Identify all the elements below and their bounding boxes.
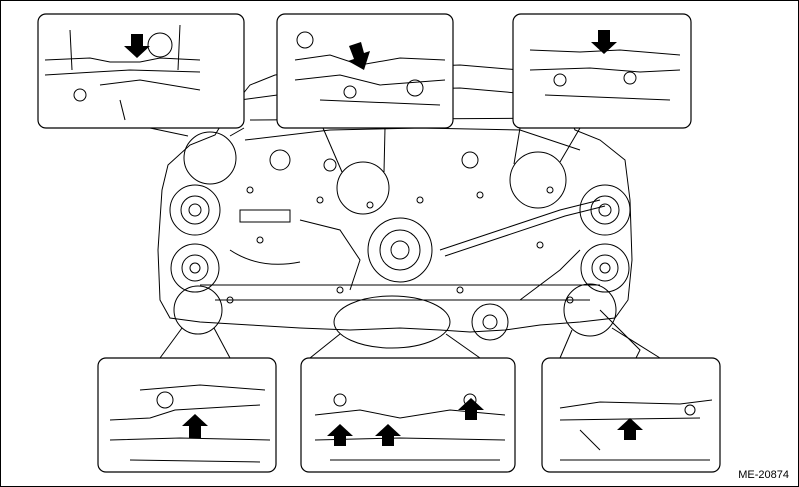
circle-top-right bbox=[509, 151, 567, 209]
arrow-down-icon bbox=[348, 42, 370, 70]
water-pump bbox=[471, 303, 509, 341]
callout-bottom-left bbox=[97, 357, 277, 473]
callout-top-left bbox=[37, 13, 245, 129]
callout-bottom-right bbox=[541, 357, 721, 473]
left-upper-sprocket bbox=[169, 184, 221, 236]
arrow-down-icon bbox=[124, 34, 150, 58]
callout-top-center bbox=[276, 13, 454, 129]
callout-top-right bbox=[512, 13, 692, 129]
ellipse-bottom-center bbox=[333, 295, 451, 349]
left-lower-sprocket bbox=[170, 243, 220, 293]
arrow-up-icon bbox=[182, 414, 208, 438]
arrow-down-icon bbox=[591, 30, 617, 54]
crank-pulley bbox=[367, 217, 433, 283]
circle-top-left bbox=[183, 131, 237, 185]
label-plate bbox=[239, 209, 291, 223]
pulleys bbox=[169, 149, 631, 341]
reference-code: ME-20874 bbox=[738, 469, 789, 481]
right-upper-sprocket bbox=[579, 184, 631, 236]
arrow-up-icon bbox=[617, 418, 643, 440]
circle-bottom-left bbox=[173, 285, 223, 335]
bolt-holes bbox=[226, 186, 574, 304]
leader-lines bbox=[149, 127, 661, 359]
circle-bottom-right bbox=[563, 283, 617, 337]
circle-top-center bbox=[336, 161, 390, 215]
callout-bottom-center bbox=[300, 357, 516, 473]
arrow-up-icon bbox=[375, 424, 401, 446]
arrow-up-icon bbox=[458, 398, 484, 420]
detail-circles bbox=[173, 131, 617, 349]
right-lower-sprocket bbox=[580, 243, 630, 293]
arrow-up-icon bbox=[327, 424, 353, 446]
